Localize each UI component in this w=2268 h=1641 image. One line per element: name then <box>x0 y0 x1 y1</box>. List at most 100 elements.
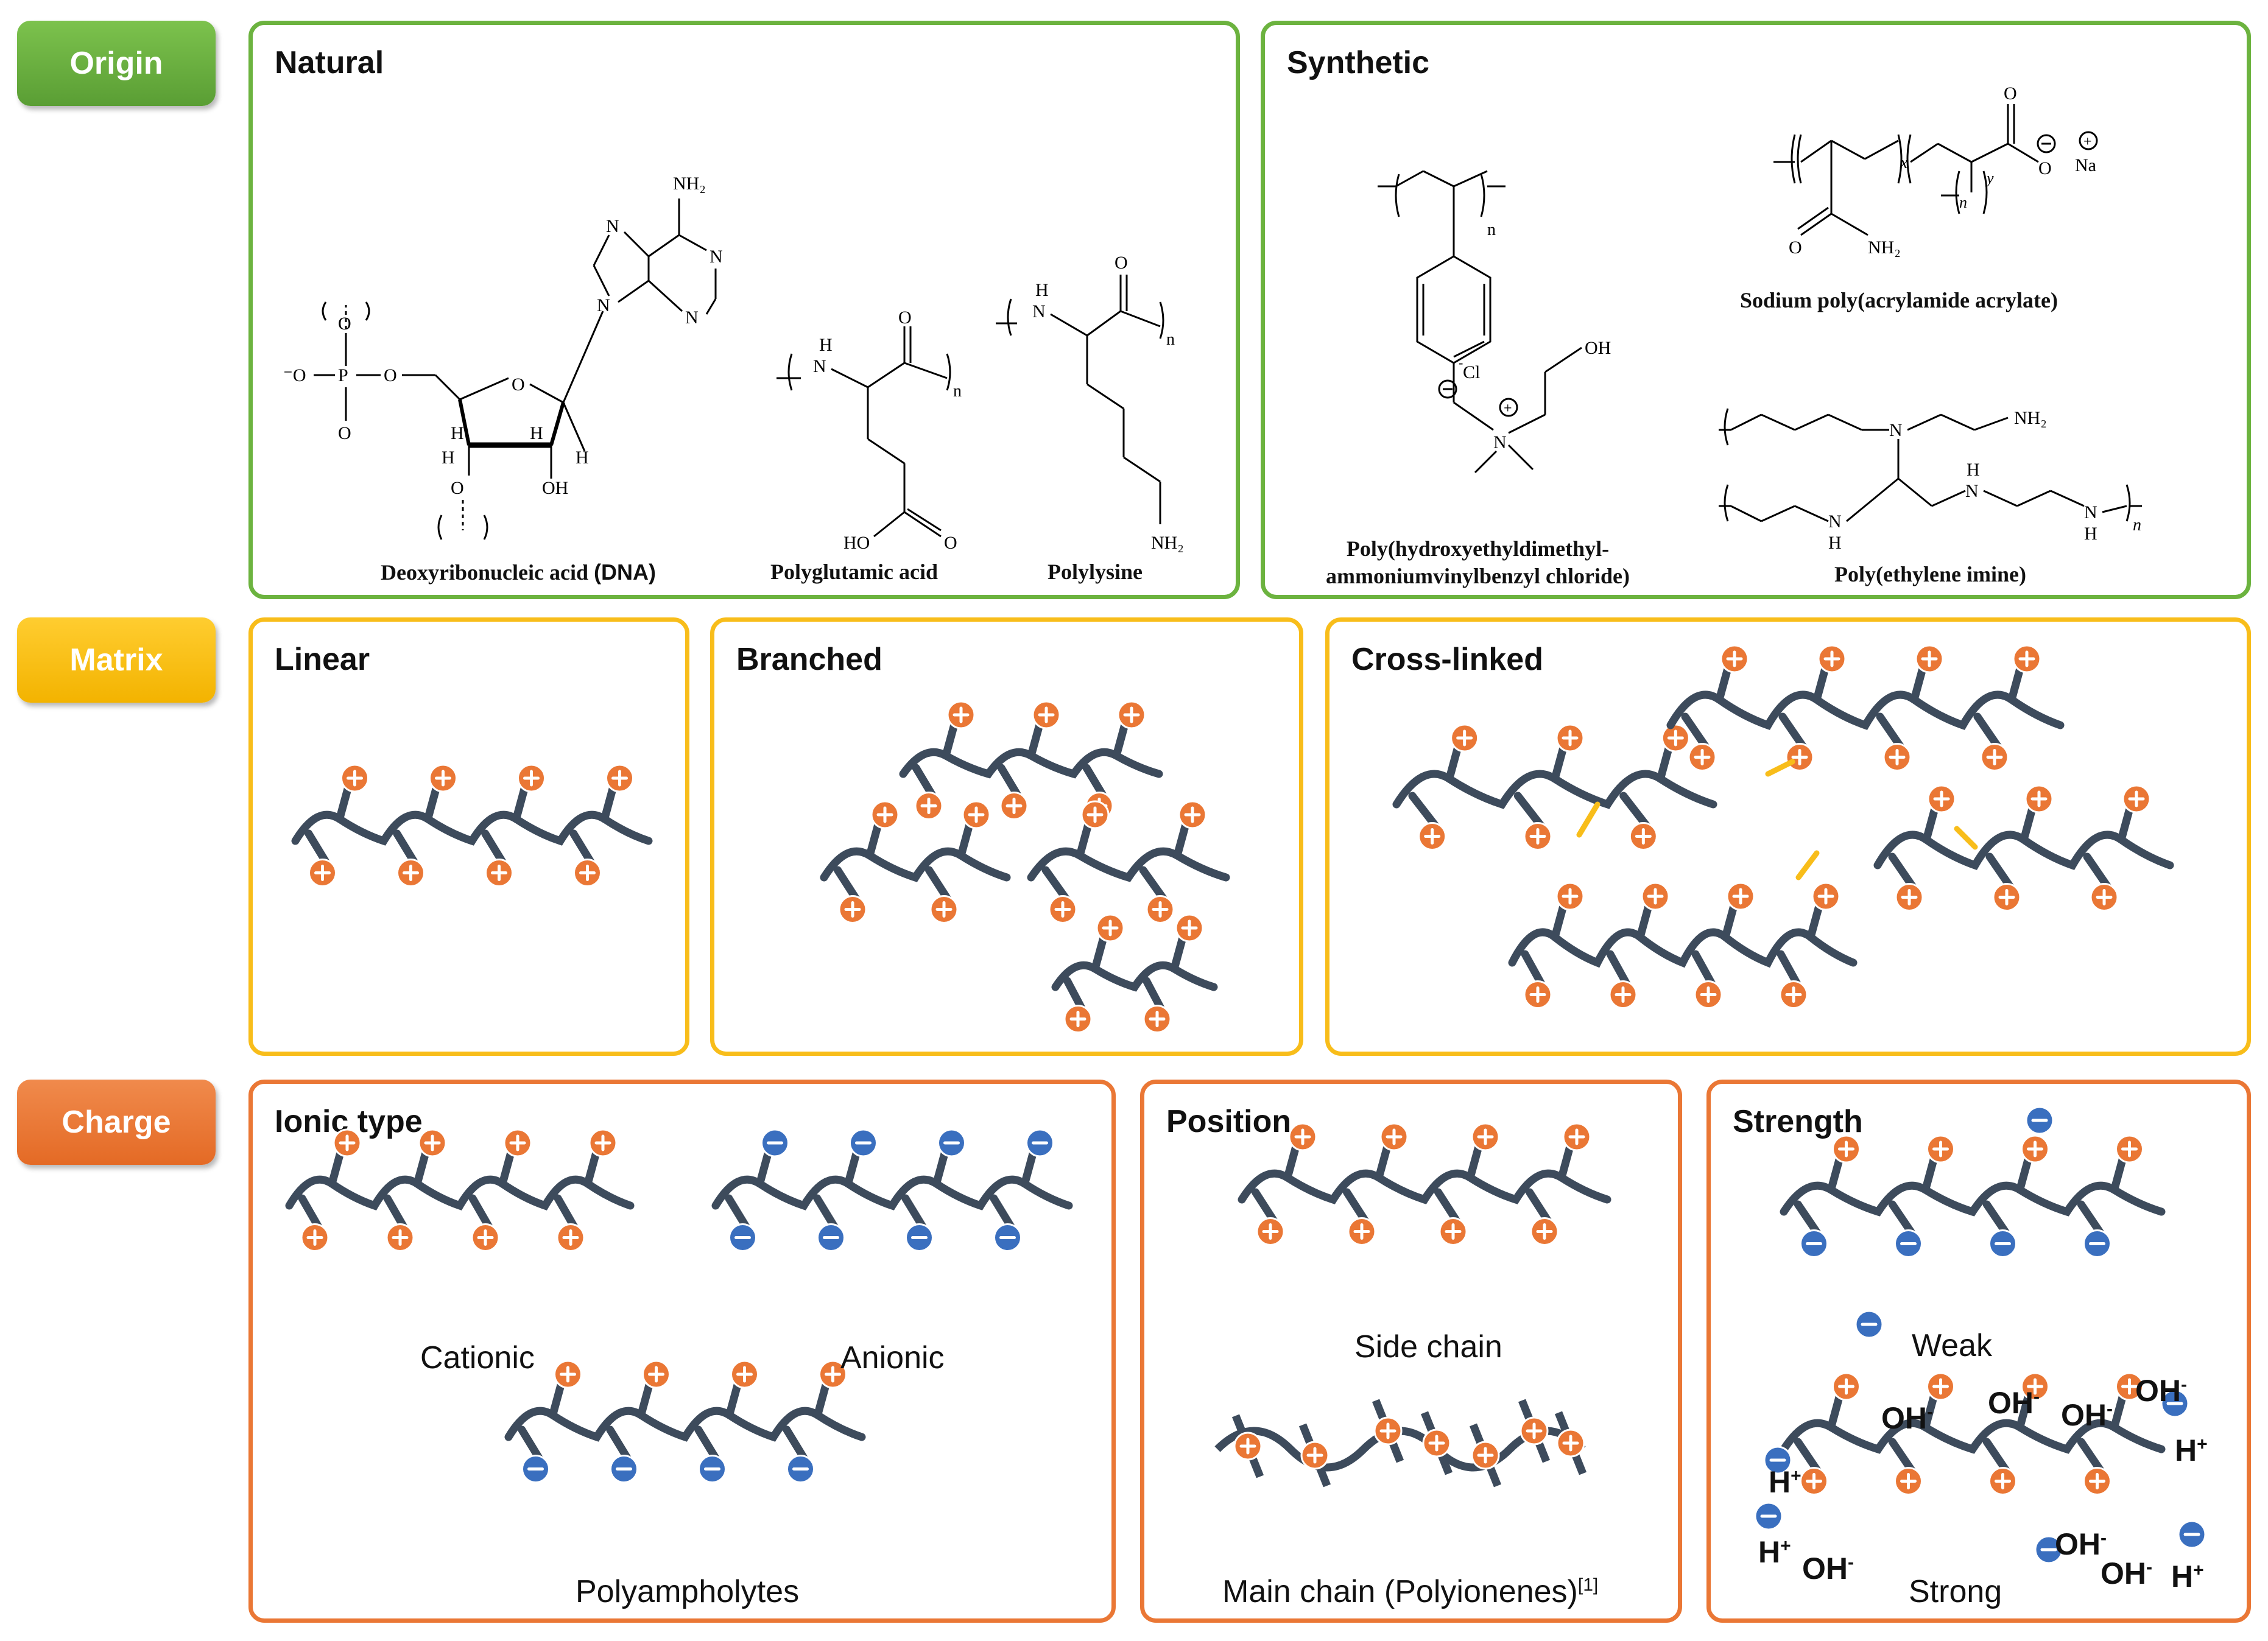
oh-ion: OH- <box>1988 1386 2040 1420</box>
crosslink-bond <box>1954 826 1978 850</box>
cation-charge-icon <box>1450 723 1479 753</box>
oh-ion: OH- <box>2061 1398 2113 1432</box>
cation-charge-icon <box>418 1128 447 1158</box>
svg-text:H: H <box>451 423 464 443</box>
cation-charge-icon <box>819 1360 847 1389</box>
cation-charge-icon <box>1641 882 1670 911</box>
cation-charge-icon <box>1562 1122 1591 1151</box>
cation-charge-icon <box>1720 644 1749 673</box>
natural-panel: Natural O P O ⁻O O O O <box>248 21 1240 599</box>
svg-text:H: H <box>1967 460 1980 480</box>
synthetic-title: Synthetic <box>1287 45 1430 80</box>
cation-charge-icon <box>1146 895 1175 924</box>
cation-charge-icon <box>308 859 337 887</box>
anion-charge-icon <box>728 1223 757 1252</box>
svg-text:O: O <box>898 307 912 328</box>
svg-text:H: H <box>819 335 833 355</box>
cation-charge-icon <box>1629 822 1658 851</box>
cation-charge-icon <box>1800 1467 1828 1495</box>
cation-charge-icon <box>1688 743 1717 771</box>
cation-charge-icon <box>1256 1217 1285 1246</box>
polymer-chain <box>1666 662 2065 753</box>
strength-panel: Strength Weak Strong OH- OH- OH- OH- H+ … <box>1706 1080 2251 1623</box>
svg-text:+: + <box>2083 134 2092 150</box>
charge-tag: Charge <box>17 1080 216 1165</box>
crosslinked-title: Cross-linked <box>1351 642 1543 677</box>
svg-text:O: O <box>944 533 957 553</box>
strong-caption: Strong <box>1909 1574 2002 1609</box>
cation-charge-icon <box>1817 644 1847 673</box>
anion-charge-icon <box>2025 1106 2054 1135</box>
svg-text:y: y <box>1985 169 1994 187</box>
anion-charge-icon <box>1763 1446 1792 1475</box>
svg-text:NH₂: NH₂ <box>2014 408 2047 428</box>
oh-ion: OH- <box>1881 1401 1933 1435</box>
polyglutamic-caption: Polyglutamic acid <box>770 560 938 584</box>
dna-structure: O P O ⁻O O O O H H H <box>283 174 723 540</box>
polymer-chain <box>820 818 1011 905</box>
cation-charge-icon <box>1556 1428 1585 1458</box>
cation-charge-icon <box>1811 882 1840 911</box>
cation-charge-icon <box>1422 1428 1451 1458</box>
cation-charge-icon <box>554 1360 582 1389</box>
anion-charge-icon <box>2034 1535 2063 1564</box>
polylysine-caption: Polylysine <box>1048 560 1143 584</box>
cation-charge-icon <box>485 859 513 887</box>
svg-text:P: P <box>338 365 348 385</box>
cation-charge-icon <box>1418 822 1447 851</box>
cation-charge-icon <box>2122 784 2151 813</box>
cation-charge-icon <box>1143 1005 1172 1033</box>
svg-text:n: n <box>1959 194 1967 211</box>
pei-structure: N NH₂ N H N H N H n <box>1719 408 2142 553</box>
anion-charge-icon <box>817 1223 845 1252</box>
cation-charge-icon <box>1233 1432 1263 1461</box>
polymer-chain <box>711 1146 1073 1233</box>
cation-charge-icon <box>1300 1441 1329 1470</box>
crosslinked-polymer-drawing <box>1392 644 2174 1009</box>
cation-charge-icon <box>1347 1217 1376 1246</box>
cation-charge-icon <box>1373 1416 1403 1446</box>
anion-charge-icon <box>610 1455 638 1483</box>
cation-charge-icon <box>642 1360 671 1389</box>
cation-charge-icon <box>1726 882 1755 911</box>
cation-charge-icon <box>1988 1467 2017 1495</box>
svg-text:N: N <box>1032 301 1046 322</box>
linear-title: Linear <box>275 642 370 677</box>
cation-charge-icon <box>1080 800 1110 829</box>
cation-charge-icon <box>1785 743 1814 771</box>
cation-charge-icon <box>1439 1217 1468 1246</box>
svg-text:N: N <box>606 216 619 236</box>
svg-text:NH₂: NH₂ <box>1868 237 1901 258</box>
anion-charge-icon <box>905 1223 934 1252</box>
weak-caption: Weak <box>1912 1328 1992 1363</box>
svg-text:N: N <box>685 307 699 328</box>
cation-charge-icon <box>1530 1217 1559 1246</box>
anion-charge-icon <box>1894 1229 1923 1258</box>
linear-polymer-drawing <box>291 764 653 887</box>
anion-charge-icon <box>1800 1229 1828 1258</box>
polymer-chain <box>504 1377 866 1464</box>
anion-charge-icon <box>786 1455 815 1483</box>
svg-text:OH: OH <box>1585 338 1611 358</box>
linear-panel: Linear <box>248 617 689 1056</box>
anion-charge-icon <box>521 1455 550 1483</box>
svg-text:O: O <box>2004 83 2017 104</box>
anion-charge-icon <box>1026 1128 1054 1158</box>
svg-text:O: O <box>1789 237 1802 258</box>
cation-charge-icon <box>517 764 546 793</box>
branched-title: Branched <box>736 642 882 677</box>
svg-text:NH₂: NH₂ <box>1151 533 1184 553</box>
anion-charge-icon <box>1988 1229 2017 1258</box>
ionic-type-drawing <box>285 1128 1073 1483</box>
branched-polymer-drawing <box>820 700 1230 1033</box>
cation-charge-icon <box>1117 700 1146 729</box>
svg-text:N: N <box>597 295 610 315</box>
cation-charge-icon <box>1779 980 1808 1009</box>
polyglutamic-structure: H N O n HO O <box>777 307 962 553</box>
polymer-chain <box>899 718 1163 801</box>
spa-structure: x O O + Na y n O NH₂ <box>1773 83 2098 258</box>
cation-charge-icon <box>386 1223 415 1252</box>
svg-text:N: N <box>813 356 826 376</box>
polymer-chain <box>1508 899 1858 990</box>
cation-charge-icon <box>2090 883 2119 912</box>
